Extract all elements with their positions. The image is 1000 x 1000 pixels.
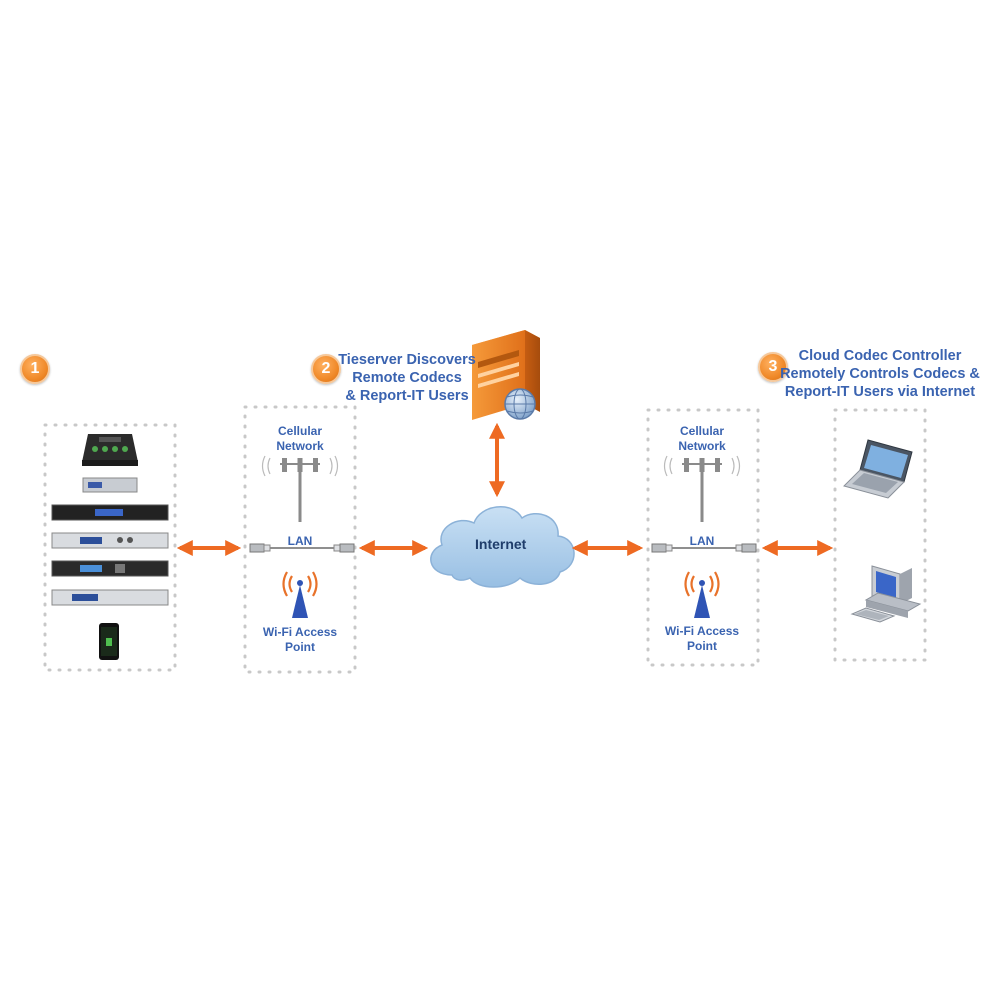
connection-arrows <box>176 422 834 556</box>
lan-cable-icon <box>651 543 757 553</box>
step-3-description: Cloud Codec Controller Remotely Controls… <box>775 347 985 401</box>
desktop-computer-icon <box>850 565 922 623</box>
step-3-line: Remotely Controls Codecs & <box>780 366 980 382</box>
lan-cable-icon <box>249 543 355 553</box>
step-2-line: Tieserver Discovers <box>338 352 476 368</box>
cloud-icon <box>430 506 575 588</box>
right-cellular-label: Cellular Network <box>678 424 726 453</box>
server-icon <box>472 330 540 420</box>
codec-group-box <box>43 423 177 672</box>
left-cellular-label: Cellular Network <box>276 424 324 453</box>
step-2-description: Tieserver Discovers Remote Codecs & Repo… <box>332 351 482 405</box>
laptop-icon <box>843 439 913 499</box>
internet-label: Internet <box>475 536 527 552</box>
cell-tower-icon <box>663 455 741 522</box>
step-2-badge: 2 <box>311 354 341 384</box>
left-wifi-label: Wi-Fi Access Point <box>262 625 338 654</box>
wifi-antenna-icon <box>684 571 720 618</box>
cell-tower-icon <box>261 455 339 522</box>
step-2-line: Remote Codecs <box>352 370 462 386</box>
wifi-antenna-icon <box>282 571 318 618</box>
left-lan-label: LAN <box>287 534 313 548</box>
step-3-line: Cloud Codec Controller <box>798 348 962 364</box>
step-3-badge: 3 <box>758 352 788 382</box>
right-lan-label: LAN <box>689 534 715 548</box>
left-network-box <box>243 405 357 674</box>
step-1-badge: 1 <box>20 354 50 384</box>
right-network-box <box>646 408 760 667</box>
step-2-line: & Report-IT Users <box>345 388 469 404</box>
right-wifi-label: Wi-Fi Access Point <box>664 624 740 653</box>
step-3-line: Report-IT Users via Internet <box>784 384 976 400</box>
codec-hardware-stack-icon <box>51 434 169 660</box>
